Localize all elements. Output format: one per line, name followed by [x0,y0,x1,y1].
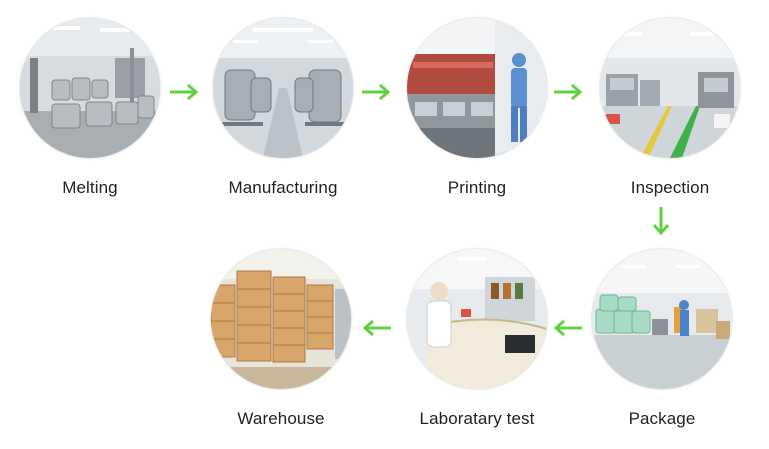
step-laboratary-test: Laboratary test [397,249,557,429]
arrow-icon [652,206,670,238]
arrow-icon [553,83,585,101]
step-package: Package [582,249,742,429]
step-label: Warehouse [237,409,325,428]
laboratary-test-photo [407,249,547,389]
step-label: Package [628,409,696,428]
step-label: Inspection [630,178,710,197]
manufacturing-photo [213,18,353,158]
step-inspection: Inspection [590,18,750,198]
step-label: Printing [447,178,507,197]
step-manufacturing: Manufacturing [203,18,363,198]
step-label: Melting [62,178,118,197]
package-photo [592,249,732,389]
arrow-icon [361,83,393,101]
arrow-icon [169,83,201,101]
step-label: Manufacturing [228,178,338,197]
warehouse-photo [211,249,351,389]
step-melting: Melting [10,18,170,198]
step-label: Laboratary test [419,409,535,428]
printing-photo [407,18,547,158]
arrow-icon [551,319,583,337]
arrow-icon [360,319,392,337]
step-warehouse: Warehouse [201,249,361,429]
inspection-photo [600,18,740,158]
step-printing: Printing [397,18,557,198]
melting-photo [20,18,160,158]
